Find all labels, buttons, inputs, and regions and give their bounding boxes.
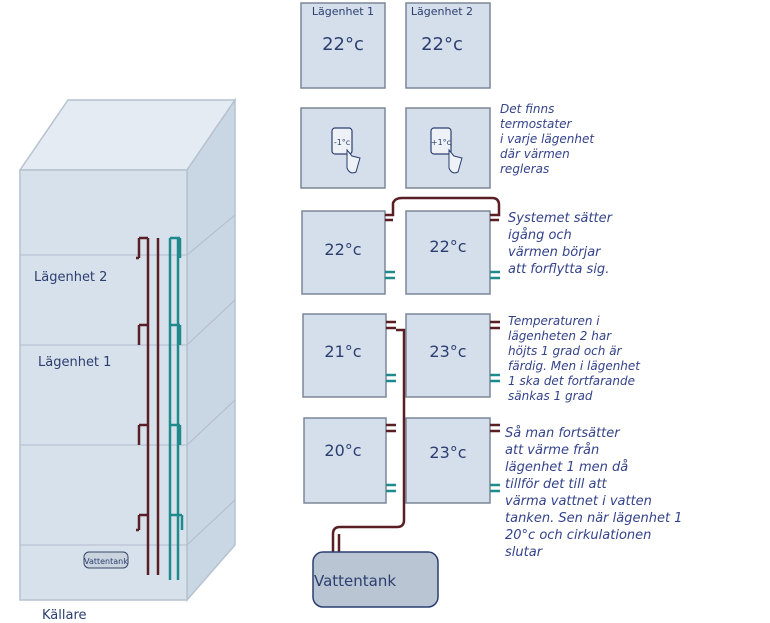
floor2-label: Lägenhet 2 xyxy=(34,270,107,285)
apartment1-temp: 22°c xyxy=(322,34,364,55)
row5-right-box xyxy=(405,417,491,504)
row3-right-temp: 22°c xyxy=(429,237,466,256)
row4-right-box xyxy=(405,313,491,398)
apartment2-box xyxy=(405,2,491,89)
row4-left-temp: 21°c xyxy=(324,342,361,361)
row3-right-box xyxy=(405,210,491,295)
row5-left-temp: 20°c xyxy=(324,441,361,460)
building: Lägenhet 2 Lägenhet 1 Vattentank Källare xyxy=(18,97,237,623)
floor-line xyxy=(186,499,236,546)
building-tank-label: Vattentank xyxy=(84,557,128,566)
cold-pipe-stub xyxy=(385,270,500,280)
pipe-stub xyxy=(386,423,500,433)
row5-boxes: 20°c 23°c xyxy=(303,417,500,504)
row2-boxes: -1°c +1°c xyxy=(300,107,491,189)
floor-line xyxy=(186,399,236,446)
note-system-start: Systemet sätter igång och värmen börjar … xyxy=(508,211,612,277)
row3-hot-pipe xyxy=(385,196,501,217)
note-thermostats: Det finns termostater i varje lägenhet d… xyxy=(500,102,595,176)
row4-right-temp: 23°c xyxy=(429,342,466,361)
thermostat-icon xyxy=(331,127,353,155)
floor-line xyxy=(186,299,236,346)
pipe-stub xyxy=(386,320,500,330)
building-side xyxy=(186,97,236,602)
cold-pipe-stub xyxy=(386,373,500,383)
row1-boxes: Lägenhet 1 22°c Lägenhet 2 22°c xyxy=(300,2,491,89)
tank-feed-pipe xyxy=(331,328,406,552)
row5-right-temp: 23°c xyxy=(429,443,466,462)
hand-pointer-icon xyxy=(346,148,361,174)
floor1-label: Lägenhet 1 xyxy=(38,355,111,370)
cold-pipe-stub xyxy=(386,483,500,493)
row4-left-box xyxy=(302,313,387,398)
note-continue: Så man fortsätter att värme från lägenhe… xyxy=(505,426,683,560)
row5-left-box xyxy=(303,417,387,504)
note-temperature-change: Temperaturen i lägenheten 2 har höjts 1 … xyxy=(508,314,640,403)
floor-line xyxy=(186,214,236,256)
cellar-label: Källare xyxy=(42,608,87,623)
thermostat-icon xyxy=(430,127,452,155)
water-tank: Vattentank xyxy=(312,551,439,608)
row3-boxes: 22°c 22°c xyxy=(301,196,501,295)
building-front xyxy=(19,169,188,601)
water-tank-label: Vattentank xyxy=(314,572,396,590)
cold-pipe xyxy=(168,236,184,580)
thermostat2-display: +1°c xyxy=(431,138,451,147)
apartment1-box xyxy=(300,2,386,89)
row3-left-temp: 22°c xyxy=(324,240,361,259)
apartment1-label: Lägenhet 1 xyxy=(312,5,374,18)
apartment2-label: Lägenhet 2 xyxy=(411,5,473,18)
hand-pointer-icon xyxy=(448,148,463,174)
water-tank-body xyxy=(312,551,439,608)
building-tank xyxy=(83,551,129,569)
row3-left-box xyxy=(301,210,386,295)
row4-boxes: 21°c 23°c xyxy=(302,313,500,398)
thermostat1-display: -1°c xyxy=(334,138,350,147)
apartment2-temp: 22°c xyxy=(421,34,463,55)
